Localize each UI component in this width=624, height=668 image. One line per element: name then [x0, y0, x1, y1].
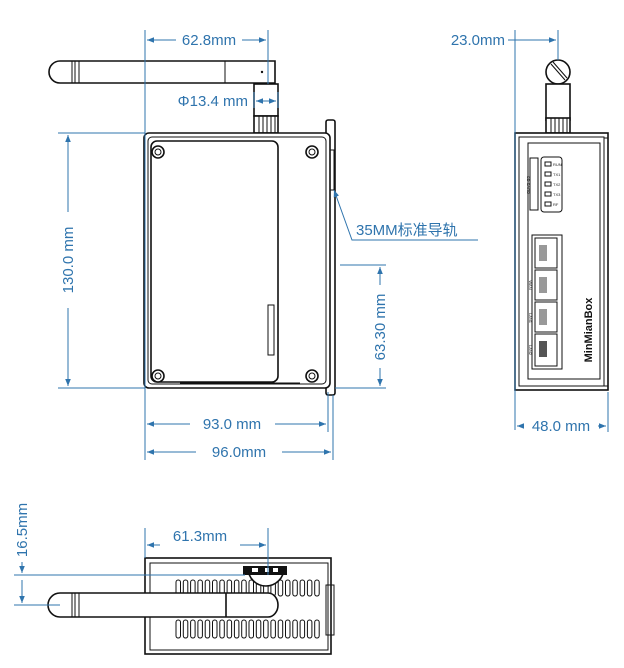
led-label: RUN [553, 162, 562, 167]
vent-slot [197, 619, 203, 639]
vent-slot [292, 619, 298, 639]
vent-slot [299, 579, 306, 597]
port-label: LAN1 [528, 313, 533, 324]
bottom-view: 61.3mm 16.5mm [14, 503, 335, 655]
sd-card-slot [529, 157, 539, 211]
bottom-antenna-height-label: 16.5mm [14, 503, 31, 557]
total-width-label: 96.0mm [212, 444, 266, 461]
front-view: 62.8mm Φ13.4 mm 130.0 mm 63.30 mm 93.0 m… [48, 30, 478, 461]
vent-slot [314, 579, 320, 597]
vent-slot [182, 619, 189, 639]
din-rail-label: 35MM标准导轨 [356, 222, 458, 239]
rj45-port [534, 237, 558, 269]
inner-width-label: 93.0 mm [203, 416, 261, 433]
front-panel [150, 140, 279, 383]
antenna-length-label: 62.8mm [182, 32, 236, 49]
vent-slot [314, 619, 320, 639]
rj45-port [534, 333, 558, 367]
connector-diameter-label: Φ13.4 mm [178, 93, 248, 110]
vent-slot [285, 619, 291, 639]
ethernet-ports: WAN LAN1 LAN2 [528, 234, 563, 370]
vent-slot [306, 579, 313, 597]
vent-slot [299, 619, 306, 639]
rj45-port [534, 269, 558, 301]
side-view: SD CARD RUN TX1 TX2 TX3 RF WAN LAN1 LAN2… [451, 30, 609, 435]
vent-slot [226, 619, 233, 639]
vent-slot [241, 619, 247, 639]
vent-slot [248, 619, 254, 639]
rail-height-label: 63.30 mm [372, 294, 389, 361]
bottom-antenna-offset-label: 61.3mm [173, 528, 227, 545]
vent-slot [285, 579, 291, 597]
screw-icons [151, 145, 319, 383]
depth-label: 48.0 mm [532, 418, 590, 435]
vent-slot [190, 619, 196, 639]
vent-slot [255, 619, 262, 639]
vent-slot [306, 619, 313, 639]
antenna-vertical [545, 59, 571, 134]
antenna-bottom [47, 592, 279, 618]
antenna-horizontal [48, 60, 279, 134]
led-indicators: RUN TX1 TX2 TX3 RF [544, 161, 562, 207]
port-label: WAN [528, 280, 533, 289]
rj45-port [534, 301, 558, 333]
led-label: TX1 [553, 172, 561, 177]
vent-slot [292, 579, 298, 597]
brand-label: MinMianBox [583, 297, 595, 363]
vent-slot [233, 619, 240, 639]
height-label: 130.0 mm [60, 227, 77, 294]
vent-slot [277, 619, 284, 639]
vent-slot [219, 619, 225, 639]
led-label: TX3 [553, 192, 561, 197]
vent-slot [212, 619, 218, 639]
vent-slot [175, 619, 181, 639]
led-label: RF [553, 202, 559, 207]
vent-slot [263, 619, 269, 639]
vent-slot [270, 619, 276, 639]
side-antenna-offset-label: 23.0mm [451, 32, 505, 49]
port-label: LAN2 [528, 345, 533, 356]
led-label: TX2 [553, 182, 561, 187]
sd-card-label: SD CARD [526, 176, 531, 194]
vent-slot [204, 619, 211, 639]
led-panel [540, 156, 563, 213]
